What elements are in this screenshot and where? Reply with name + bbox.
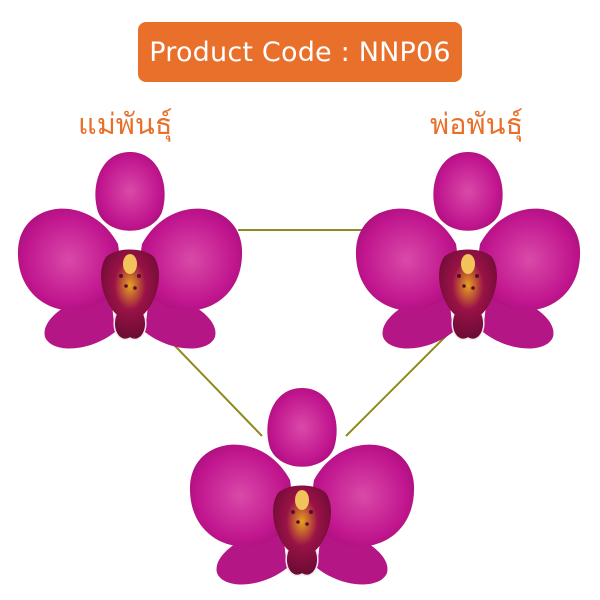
offspring-orchid-icon <box>189 387 415 586</box>
mother-parent-label: แม่พันธุ์ <box>78 107 173 141</box>
mother-orchid-icon <box>17 151 243 350</box>
product-code-text: Product Code : NNP06 <box>149 36 451 68</box>
connector-right-line <box>345 319 463 437</box>
father-orchid-icon <box>355 151 581 350</box>
father-parent-label: พ่อพันธุ์ <box>430 107 524 141</box>
product-code-badge: Product Code : NNP06 <box>138 22 462 82</box>
